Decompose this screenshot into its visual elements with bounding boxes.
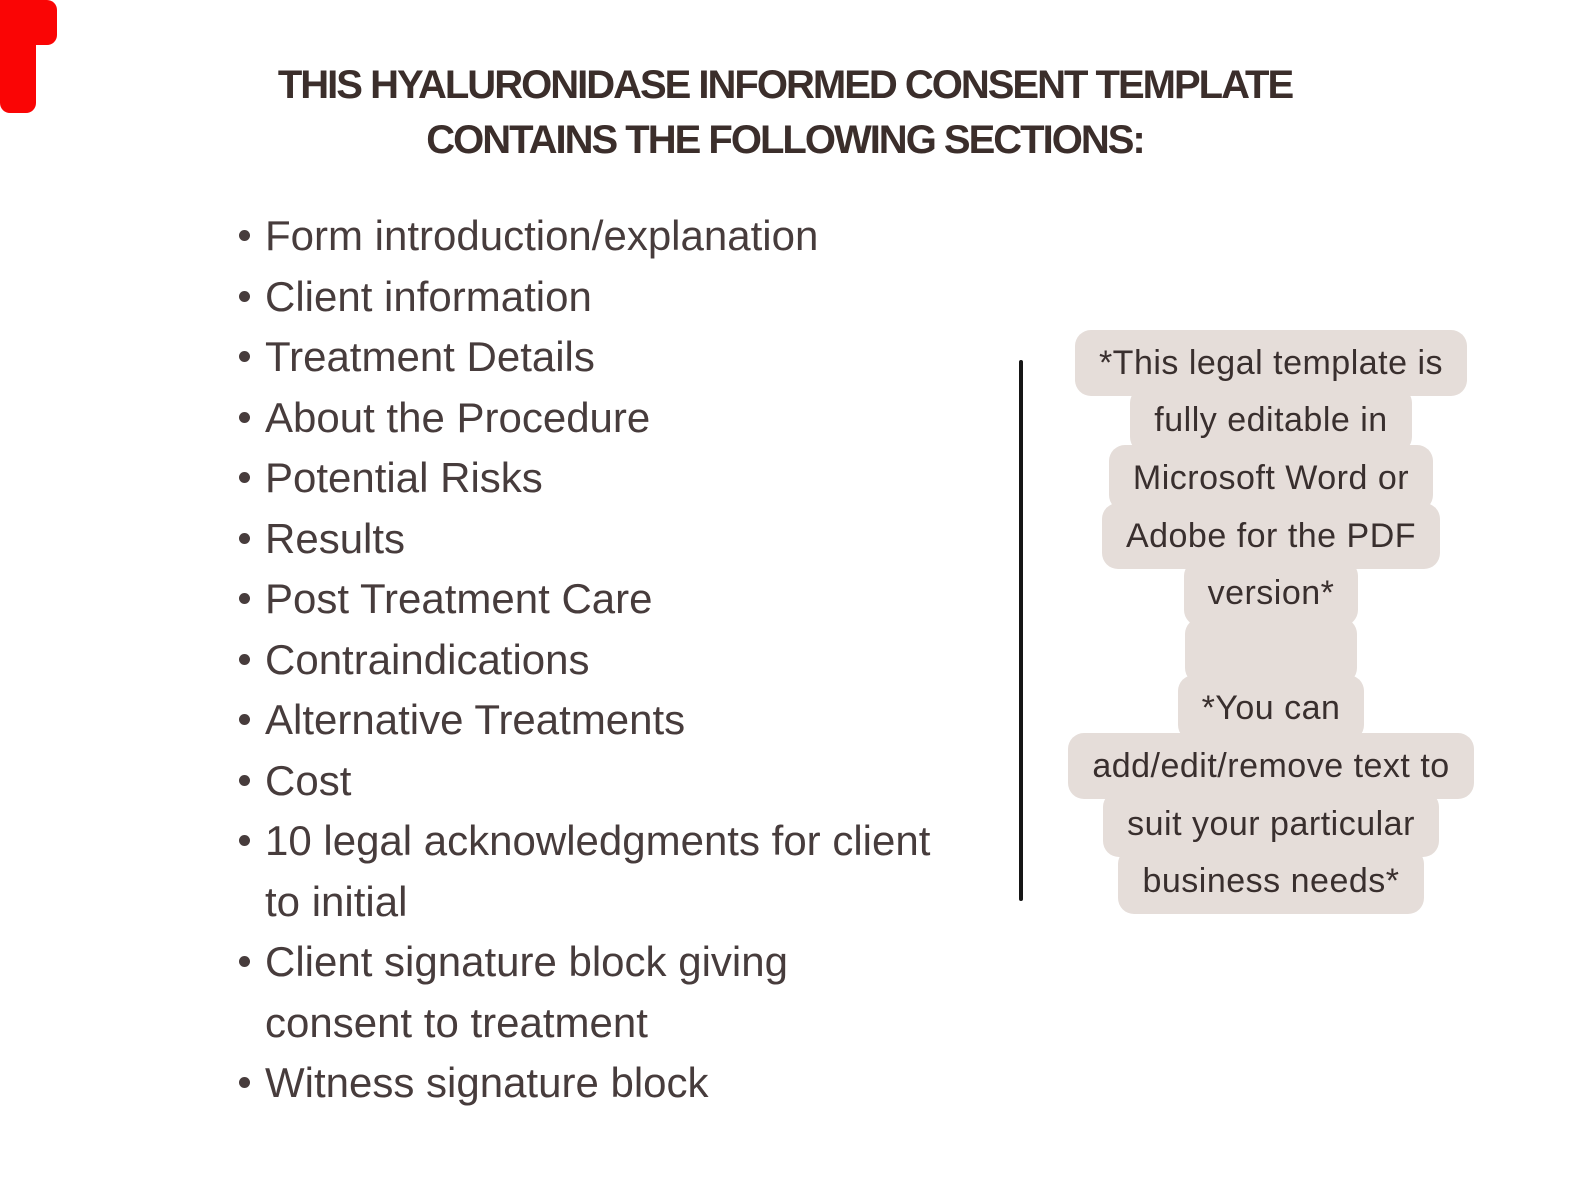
list-item: Potential Risks (238, 448, 938, 509)
list-item: Results (238, 509, 938, 570)
list-item: Alternative Treatments (238, 690, 938, 751)
note-line: Adobe for the PDF (1046, 502, 1496, 569)
note-line-text: fully editable in (1130, 387, 1412, 454)
note-line: add/edit/remove text to (1046, 732, 1496, 799)
list-item: Client signature block giving consent to… (238, 932, 938, 1053)
note-line: Microsoft Word or (1046, 445, 1496, 511)
note-line: business needs* (1046, 848, 1496, 915)
note-line-text: suit your particular (1103, 790, 1439, 857)
list-item: Cost (238, 751, 938, 812)
vertical-divider (1019, 360, 1023, 901)
corner-accent-horizontal-bar (0, 0, 57, 45)
note-line-text: add/edit/remove text to (1068, 732, 1474, 799)
note-line: *This legal template is (1046, 329, 1496, 396)
note-line-text: version* (1183, 560, 1359, 627)
note-line-text: business needs* (1118, 848, 1424, 915)
note-line-text: Adobe for the PDF (1101, 502, 1441, 569)
note-line-text: *You can (1177, 675, 1365, 742)
note-line-text: Microsoft Word or (1108, 445, 1434, 511)
list-item: Form introduction/explanation (238, 206, 938, 267)
list-item: Treatment Details (238, 327, 938, 388)
note-line: *You can (1046, 675, 1496, 742)
note-line: version* (1046, 560, 1496, 627)
page-title: THIS HYALURONIDASE INFORMED CONSENT TEMP… (0, 58, 1579, 168)
note-line: suit your particular (1046, 790, 1496, 857)
page-title-line2: CONTAINS THE FOLLOWING SECTIONS: (426, 118, 1145, 162)
list-item: 10 legal acknowledgments for client to i… (238, 811, 938, 932)
list-item: Post Treatment Care (238, 569, 938, 630)
note-line: fully editable in (1046, 387, 1496, 454)
list-item: About the Procedure (238, 388, 938, 449)
page-title-line1: THIS HYALURONIDASE INFORMED CONSENT TEMP… (277, 63, 1294, 107)
note-line-spacer-fill (1185, 617, 1357, 684)
note-line-spacer (1046, 617, 1496, 684)
list-item: Client information (238, 267, 938, 328)
note-line-text: *This legal template is (1074, 329, 1468, 396)
list-item: Contraindications (238, 630, 938, 691)
list-item: Witness signature block (238, 1053, 938, 1114)
